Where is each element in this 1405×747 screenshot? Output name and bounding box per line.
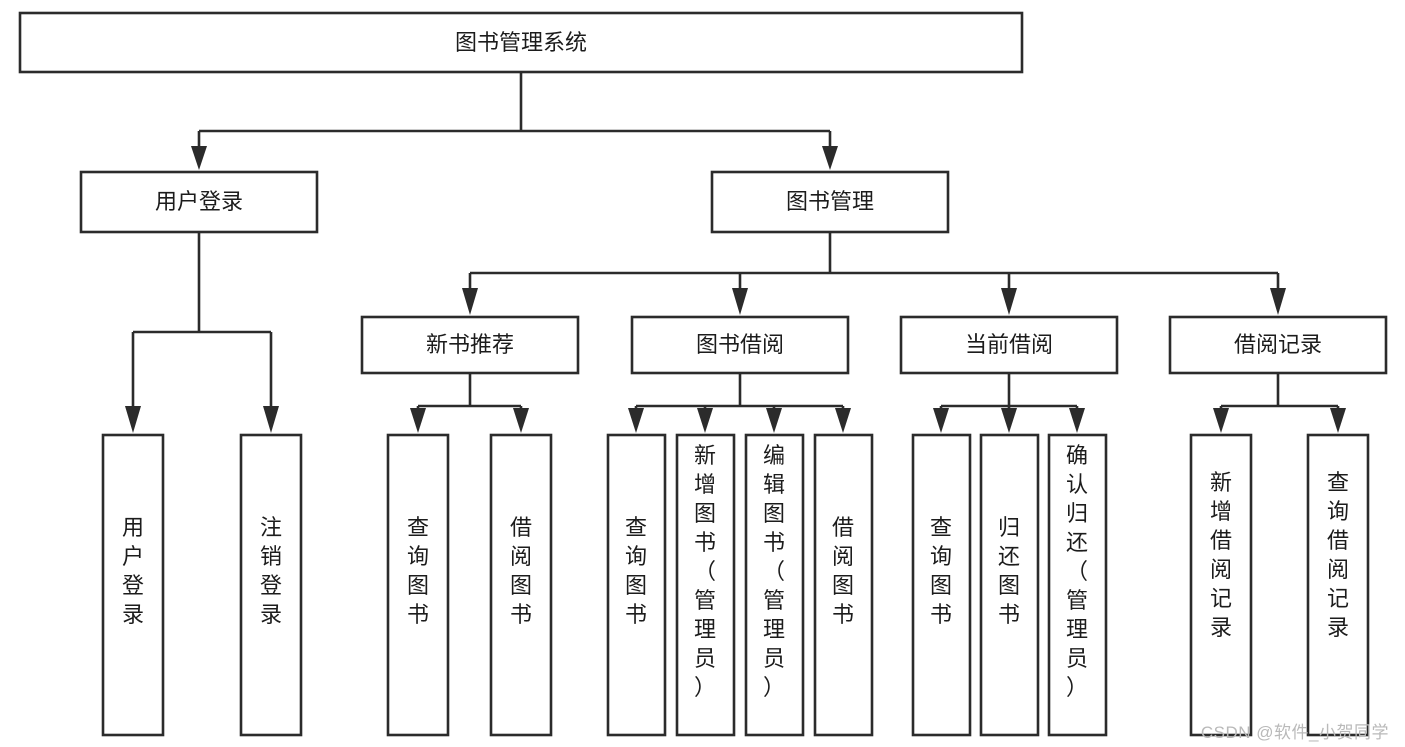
node-leaf-10[interactable]: 归还图书 bbox=[979, 433, 1040, 737]
node-current-box[interactable] bbox=[899, 315, 1119, 375]
node-leaf-4[interactable]: 借阅图书 bbox=[489, 433, 553, 737]
node-leaf-11-box[interactable] bbox=[1047, 433, 1108, 737]
node-leaf-9-box[interactable] bbox=[911, 433, 972, 737]
arrow-to-leaf-9 bbox=[933, 408, 949, 433]
node-leaf-11-label: 确认归还（管理员） bbox=[1066, 443, 1088, 700]
node-root-label: 图书管理系统 bbox=[455, 30, 587, 55]
node-leaf-1[interactable]: 用户登录 bbox=[101, 433, 165, 737]
node-bookmgmt-label: 图书管理 bbox=[786, 189, 874, 214]
node-leaf-7-box[interactable] bbox=[744, 433, 805, 737]
arrow-to-borrow bbox=[732, 288, 748, 315]
node-leaf-12[interactable]: 新增借阅记录 bbox=[1189, 433, 1253, 737]
arrow-to-current bbox=[1001, 288, 1017, 315]
node-bookmgmt[interactable]: 图书管理 bbox=[710, 170, 950, 234]
arrow-to-leaf-3 bbox=[410, 408, 426, 433]
node-leaf-8-box[interactable] bbox=[813, 433, 874, 737]
node-leaf-9-label: 查询图书 bbox=[930, 515, 952, 627]
arrow-to-records bbox=[1270, 288, 1286, 315]
edge-group-current bbox=[933, 373, 1085, 433]
node-borrow-label: 图书借阅 bbox=[696, 332, 784, 357]
node-leaf-13-box[interactable] bbox=[1306, 433, 1370, 737]
node-leaf-5[interactable]: 查询图书 bbox=[606, 433, 667, 737]
arrow-to-leaf-8 bbox=[835, 408, 851, 433]
node-leaf-8-label: 借阅图书 bbox=[832, 515, 854, 627]
node-leaf-10-label: 归还图书 bbox=[998, 515, 1020, 627]
node-leaf-6[interactable]: 新增图书（管理员） bbox=[675, 433, 736, 737]
arrow-to-leaf-2 bbox=[263, 406, 279, 433]
arrow-to-newbook bbox=[462, 288, 478, 315]
edge-group-root bbox=[191, 72, 838, 170]
csdn-watermark: CSDN @软件_小贺同学 bbox=[1200, 723, 1389, 742]
node-leaf-8[interactable]: 借阅图书 bbox=[813, 433, 874, 737]
edge-group-borrow bbox=[628, 373, 851, 433]
node-leaf-5-box[interactable] bbox=[606, 433, 667, 737]
node-leaf-4-box[interactable] bbox=[489, 433, 553, 737]
arrow-to-leaf-5 bbox=[628, 408, 644, 433]
arrow-to-login bbox=[191, 146, 207, 170]
node-bookmgmt-box[interactable] bbox=[710, 170, 950, 234]
node-newbook[interactable]: 新书推荐 bbox=[360, 315, 580, 375]
arrow-to-leaf-11 bbox=[1069, 408, 1085, 433]
arrow-to-leaf-13 bbox=[1330, 408, 1346, 433]
node-leaf-3-label: 查询图书 bbox=[407, 515, 429, 627]
node-leaf-10-box[interactable] bbox=[979, 433, 1040, 737]
arrow-to-leaf-4 bbox=[513, 408, 529, 433]
node-leaf-4-label: 借阅图书 bbox=[510, 515, 532, 627]
node-leaf-2-label: 注销登录 bbox=[260, 515, 282, 627]
node-leaf-9[interactable]: 查询图书 bbox=[911, 433, 972, 737]
arrow-to-leaf-12 bbox=[1213, 408, 1229, 433]
node-root-box[interactable] bbox=[18, 11, 1024, 74]
node-leaf-13[interactable]: 查询借阅记录 bbox=[1306, 433, 1370, 737]
node-root[interactable]: 图书管理系统 bbox=[18, 11, 1024, 74]
node-records[interactable]: 借阅记录 bbox=[1168, 315, 1388, 375]
node-leaf-11[interactable]: 确认归还（管理员） bbox=[1047, 433, 1108, 737]
edge-group-bookmgmt bbox=[462, 232, 1286, 315]
node-newbook-label: 新书推荐 bbox=[426, 332, 514, 357]
node-current[interactable]: 当前借阅 bbox=[899, 315, 1119, 375]
edge-group-login bbox=[125, 232, 279, 433]
node-borrow[interactable]: 图书借阅 bbox=[630, 315, 850, 375]
node-leaf-2-box[interactable] bbox=[239, 433, 303, 737]
node-login[interactable]: 用户登录 bbox=[79, 170, 319, 234]
arrow-to-leaf-10 bbox=[1001, 408, 1017, 433]
node-leaf-1-label: 用户登录 bbox=[122, 515, 144, 627]
arrow-to-leaf-6 bbox=[697, 408, 713, 433]
node-leaf-3-box[interactable] bbox=[386, 433, 450, 737]
node-records-label: 借阅记录 bbox=[1234, 332, 1322, 357]
arrow-to-leaf-7 bbox=[766, 408, 782, 433]
edge-group-newbook bbox=[410, 373, 529, 433]
arrow-to-leaf-1 bbox=[125, 406, 141, 433]
node-login-label: 用户登录 bbox=[155, 189, 243, 214]
node-leaf-12-box[interactable] bbox=[1189, 433, 1253, 737]
node-leaf-1-box[interactable] bbox=[101, 433, 165, 737]
node-current-label: 当前借阅 bbox=[965, 332, 1053, 357]
node-leaf-6-label: 新增图书（管理员） bbox=[694, 443, 716, 700]
node-newbook-box[interactable] bbox=[360, 315, 580, 375]
arrow-to-bookmgmt bbox=[822, 146, 838, 170]
node-login-box[interactable] bbox=[79, 170, 319, 234]
node-leaf-3[interactable]: 查询图书 bbox=[386, 433, 450, 737]
node-leaf-5-label: 查询图书 bbox=[625, 515, 647, 627]
node-records-box[interactable] bbox=[1168, 315, 1388, 375]
node-borrow-box[interactable] bbox=[630, 315, 850, 375]
node-leaf-6-box[interactable] bbox=[675, 433, 736, 737]
node-leaf-13-label: 查询借阅记录 bbox=[1327, 470, 1349, 640]
node-leaf-7[interactable]: 编辑图书（管理员） bbox=[744, 433, 805, 737]
node-leaf-7-label: 编辑图书（管理员） bbox=[763, 443, 785, 700]
node-leaf-12-label: 新增借阅记录 bbox=[1210, 470, 1232, 640]
node-leaf-2[interactable]: 注销登录 bbox=[239, 433, 303, 737]
edge-group-records bbox=[1213, 373, 1346, 433]
